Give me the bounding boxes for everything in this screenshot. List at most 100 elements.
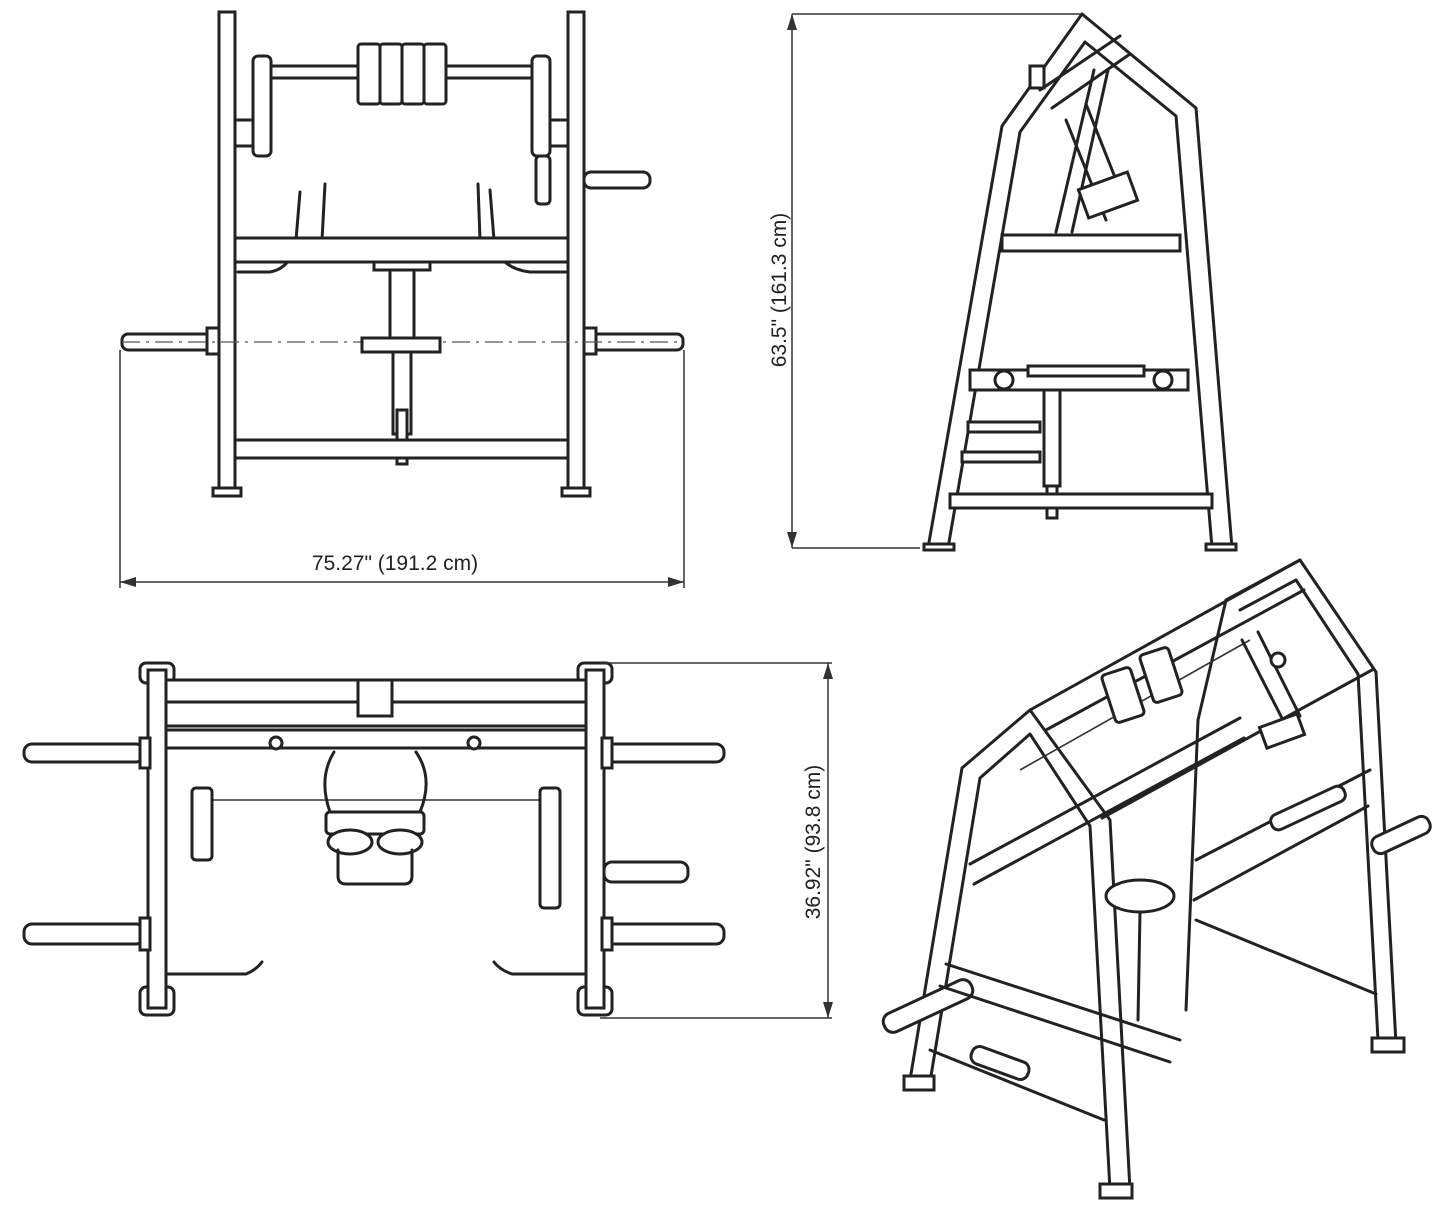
top-beam-3 — [164, 728, 588, 750]
iso-back-frame-right-inner — [1238, 578, 1380, 1042]
front-lower-crossbar — [233, 438, 570, 460]
side-frame-outer — [926, 12, 1234, 550]
front-left-upright — [217, 10, 237, 496]
top-beam-bolt-2 — [466, 735, 482, 751]
iso-foot-1 — [902, 1074, 936, 1092]
iso-back-mid-bar-2 — [1192, 804, 1370, 902]
width-arrow-right — [668, 577, 684, 587]
iso-back-horn — [1370, 814, 1432, 856]
isometric-view — [881, 558, 1432, 1200]
top-left-handle — [164, 960, 264, 976]
iso-handle-2 — [1138, 646, 1184, 704]
front-right-lever — [534, 154, 552, 206]
front-right-collar — [582, 326, 598, 356]
iso-lower-peg — [969, 1045, 1031, 1081]
top-seat-yoke — [323, 750, 428, 814]
width-arrow-left — [120, 577, 136, 587]
side-lever-top — [1038, 34, 1122, 92]
front-left-foot — [211, 486, 243, 498]
front-weight-plate-1 — [356, 42, 382, 106]
front-right-pivot — [548, 118, 570, 148]
front-weight-plate-4 — [422, 42, 448, 106]
side-crossbar — [1000, 233, 1182, 253]
iso-lever-pad — [1257, 711, 1307, 751]
top-seat-pad-left — [326, 828, 374, 856]
side-left-foot — [922, 542, 956, 552]
side-view: 63.5" (161.3 cm) — [768, 12, 1238, 552]
top-left-collar-lower — [138, 916, 152, 952]
side-arm-pad — [1076, 170, 1140, 220]
side-frame-inner — [946, 40, 1214, 550]
iso-lever-knob — [1269, 651, 1287, 669]
iso-mid-bar-1 — [968, 716, 1242, 866]
iso-lever-a — [1240, 638, 1288, 728]
top-right-plate — [538, 786, 562, 910]
iso-top-beam-2 — [1044, 588, 1306, 732]
top-left-rail — [146, 668, 168, 1010]
top-left-plate — [190, 786, 214, 862]
front-left-pivot — [233, 118, 255, 148]
height-label: 63.5" (161.3 cm) — [768, 213, 791, 368]
side-step-2 — [960, 450, 1042, 464]
front-seat-pin — [395, 408, 409, 466]
top-right-collar-upper — [600, 736, 614, 770]
side-top-peg — [1028, 64, 1046, 90]
top-left-horn-upper — [22, 742, 146, 764]
side-arm-b — [1070, 68, 1110, 234]
top-left-collar-upper — [138, 736, 152, 770]
iso-front-frame-inner — [928, 732, 1112, 1192]
iso-lower-bar-3 — [928, 1048, 1106, 1122]
iso-handle-1 — [1100, 666, 1146, 724]
top-right-horn-upper — [602, 742, 726, 764]
iso-seat-post — [1136, 910, 1142, 1022]
side-step-1 — [966, 420, 1042, 434]
front-storage-peg — [582, 170, 652, 190]
height-arrow-top — [787, 14, 797, 30]
front-crossbar — [233, 236, 570, 264]
front-right-disc — [530, 54, 552, 158]
side-left-knob — [993, 369, 1015, 391]
top-right-collar-lower — [600, 916, 614, 952]
side-right-foot — [1204, 542, 1238, 552]
iso-back-peg — [1269, 784, 1347, 832]
width-label: 75.27" (191.2 cm) — [312, 552, 478, 575]
top-left-horn-lower — [22, 922, 146, 946]
front-seat — [360, 336, 442, 354]
front-view: 75.27" (191.2 cm) — [119, 10, 685, 588]
front-weight-plate-2 — [378, 42, 404, 106]
front-center-post — [388, 268, 416, 342]
top-right-rail — [584, 668, 606, 1010]
top-beam-bolt-1 — [268, 735, 284, 751]
iso-top-beam-3 — [1100, 668, 1374, 820]
top-view: 36.92" (93.8 cm) — [22, 661, 833, 1019]
iso-seat — [1104, 878, 1176, 914]
top-seat-pad-right — [376, 828, 424, 856]
front-weight-plate-3 — [400, 42, 426, 106]
top-right-storage-peg — [602, 860, 690, 884]
iso-lever-b — [1256, 630, 1302, 718]
depth-label: 36.92" (93.8 cm) — [802, 765, 825, 920]
front-right-upright — [566, 10, 586, 496]
side-lower-bar — [948, 492, 1214, 510]
top-seat-clamp — [324, 810, 426, 836]
side-seat-post — [1042, 388, 1062, 488]
side-seat-pad — [1026, 364, 1146, 378]
depth-arrow-bottom — [823, 1002, 833, 1018]
depth-arrow-top — [823, 663, 833, 679]
side-right-knob — [1152, 369, 1174, 391]
front-right-horn-inner — [476, 182, 482, 242]
front-left-collar — [205, 326, 221, 356]
top-seat-handle — [336, 848, 414, 886]
front-left-disc — [251, 54, 273, 158]
side-arm-a — [1054, 68, 1096, 234]
front-left-horn-inner — [320, 182, 327, 242]
iso-foot-3 — [1370, 1036, 1406, 1054]
iso-front-horn — [881, 978, 975, 1034]
top-beam-bracket — [356, 678, 394, 718]
top-right-handle — [492, 960, 588, 976]
height-arrow-bottom — [787, 532, 797, 548]
iso-back-frame-left — [1184, 598, 1228, 1012]
iso-top-beam-1 — [1028, 558, 1302, 712]
front-right-foot — [560, 486, 592, 498]
